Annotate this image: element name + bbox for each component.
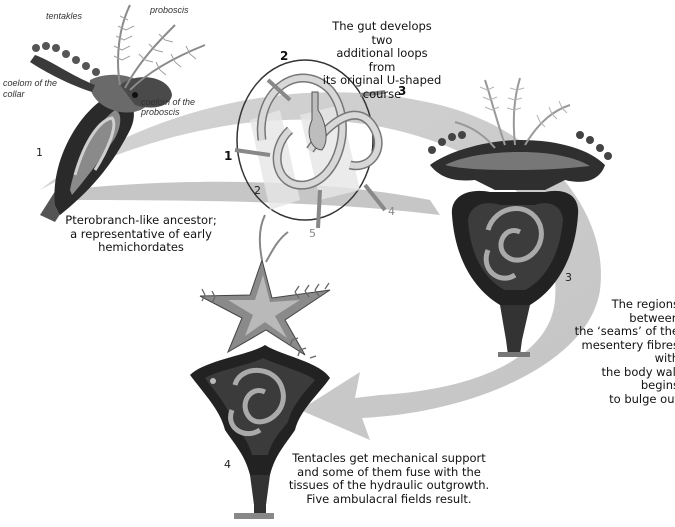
loop-number-3: 3 <box>398 84 407 98</box>
loop-number-1: 1 <box>224 149 233 163</box>
stage-number-3: 3 <box>565 271 572 284</box>
stage-number-2: 2 <box>254 184 261 197</box>
caption-gut-line-2: additional loops from <box>336 46 428 74</box>
caption-ancestor: Pterobranch-like ancestor; a representat… <box>56 213 226 255</box>
caption-regions-line-3: mesentery fibres with <box>581 337 675 366</box>
caption-ancestor-line-2: a representative of early <box>70 226 212 241</box>
loop-number-4: 4 <box>388 205 395 218</box>
stage-number-1: 1 <box>36 146 43 159</box>
caption-gut-line-3: its original U-shaped <box>322 73 442 88</box>
stage-4-organism <box>190 214 331 519</box>
stage-3-organism <box>428 77 612 357</box>
caption-regions-line-5: to bulge out <box>609 391 675 406</box>
caption-tentacles-line-2: and some of them fuse with the <box>297 464 481 479</box>
caption-ancestor-line-1: Pterobranch-like ancestor; <box>65 213 217 227</box>
label-tentakles: tentakles <box>46 11 83 21</box>
loop-number-2: 2 <box>280 49 289 63</box>
loop-number-5: 5 <box>309 227 316 240</box>
caption-regions: The regions between the ‘seams’ of the m… <box>565 297 675 407</box>
caption-regions-line-1: The regions between <box>611 297 675 325</box>
caption-ancestor-line-3: hemichordates <box>98 240 184 255</box>
caption-tentacles-line-4: Five ambulacral fields result. <box>306 491 472 506</box>
caption-tentacles-line-3: tissues of the hydraulic outgrowth. <box>288 478 490 493</box>
label-coelom-collar-1: coelom of the <box>3 78 58 88</box>
stage-2-gut-loops <box>234 59 387 229</box>
caption-gut-line-1: The gut develops two <box>332 19 432 47</box>
caption-tentacles-line-1: Tentacles get mechanical support <box>292 451 486 465</box>
label-coelom-proboscis-1: coelom of the <box>141 97 196 107</box>
caption-tentacles: Tentacles get mechanical support and som… <box>284 451 494 506</box>
caption-gut-line-4: course <box>362 86 402 101</box>
caption-regions-line-2: the ‘seams’ of the <box>574 324 675 339</box>
label-coelom-collar-2: collar <box>3 89 25 99</box>
stage-number-4: 4 <box>224 458 231 471</box>
caption-gut: The gut develops two additional loops fr… <box>322 19 442 101</box>
label-proboscis: proboscis <box>150 5 189 15</box>
stage-1-organism <box>30 4 206 222</box>
label-coelom-proboscis-2: proboscis <box>141 107 180 117</box>
caption-regions-line-4: the body wall begins <box>601 364 675 393</box>
